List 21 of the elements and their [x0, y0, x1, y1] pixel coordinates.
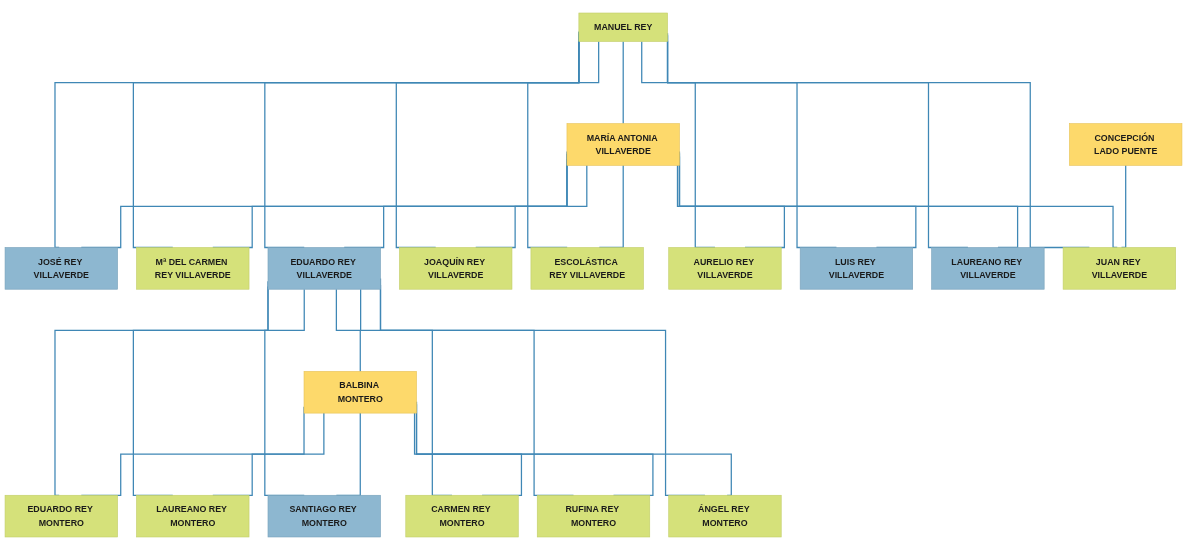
node-box: ÁNGEL REY MONTERO: [668, 494, 782, 538]
connector: [335, 288, 361, 372]
node-box: JUAN REY VILLAVERDE: [1062, 247, 1176, 290]
node-box: AURELIO REY VILLAVERDE: [668, 247, 782, 290]
node-box: SANTIAGO REY MONTERO: [267, 494, 381, 538]
node-box: JOAQUÍN REY VILLAVERDE: [399, 247, 513, 290]
node-box: RUFINA REY MONTERO: [536, 494, 651, 538]
node-box: CONCEPCIÓN LADO PUENTE: [1069, 123, 1183, 166]
node-box: MARÍA ANTONIA VILLAVERDE: [566, 123, 680, 166]
node-box: LUIS REY VILLAVERDE: [799, 247, 913, 290]
node-box: EDUARDO REY VILLAVERDE: [267, 247, 381, 290]
node-box: Mª DEL CARMEN REY VILLAVERDE: [136, 247, 250, 290]
node-box: EDUARDO REY MONTERO: [4, 494, 118, 538]
node-box: JOSÉ REY VILLAVERDE: [4, 247, 118, 290]
node-box: ESCOLÁSTICA REY VILLAVERDE: [530, 247, 644, 290]
node-box: LAUREANO REY VILLAVERDE: [931, 247, 1045, 290]
node-box: BALBINA MONTERO: [303, 371, 417, 414]
node-box: MANUEL REY: [578, 12, 668, 42]
node-box: CARMEN REY MONTERO: [405, 494, 519, 538]
node-box: LAUREANO REY MONTERO: [136, 494, 250, 538]
connector: [622, 40, 624, 125]
